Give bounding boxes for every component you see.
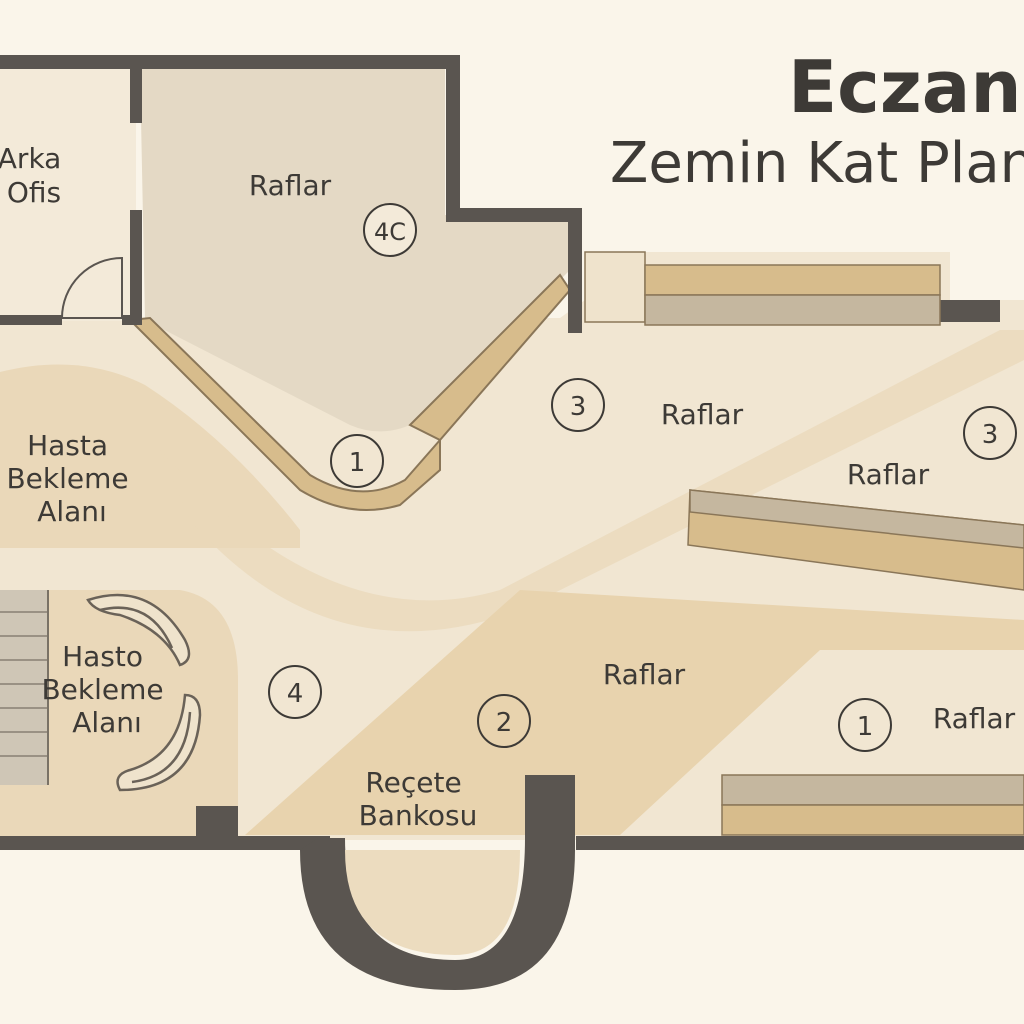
shelf-lower-right [721,774,1024,836]
stairs [0,590,49,785]
label-raflar-lower-right: Raflar [933,702,1016,735]
svg-text:1: 1 [349,448,366,478]
marker-3-right: 3 [963,406,1017,460]
label-raflar-right: Raflar [847,458,930,491]
label-recete-bankosu: Reçete Bankosu [359,766,478,832]
waiting-zone-top [0,364,300,548]
label-arka-ofis: Arka Ofis [0,142,70,209]
svg-text:2: 2 [496,708,513,738]
back-office-room [0,65,136,321]
svg-text:1: 1 [857,712,874,742]
marker-2: 2 [477,694,531,748]
svg-text:3: 3 [982,420,999,450]
label-raflar-mid: Raflar [661,398,744,431]
label-hasta-bekleme-top: Hasta Bekleme Alanı [6,429,137,528]
central-aisle-band [160,330,1024,632]
marker-1-corner: 1 [330,434,384,488]
door-swing [60,256,123,319]
sofa-bottom [116,693,202,792]
recete-counter-arc [300,775,575,990]
marker-3-left: 3 [551,378,605,432]
sofa-top [86,593,191,667]
marker-4: 4 [268,665,322,719]
title: Eczane [788,45,1024,129]
prescription-zone [245,590,1024,835]
label-raflar-lower: Raflar [603,658,686,691]
label-hasta-bekleme-bottom: Hasto Bekleme Alanı [41,640,172,739]
counter-inner-area [345,850,520,955]
svg-text:4C: 4C [374,218,406,246]
diagonal-shelf-right [687,489,1024,591]
wall-shelf-top [584,251,941,326]
walls [0,55,1024,850]
svg-text:3: 3 [570,392,587,422]
storage-room [140,68,570,432]
marker-1-right: 1 [838,698,892,752]
svg-text:4: 4 [287,679,304,709]
label-raflar-back: Raflar [249,169,332,202]
marker-4c: 4C [363,203,417,257]
subtitle: Zemin Kat Planı [610,131,1024,196]
